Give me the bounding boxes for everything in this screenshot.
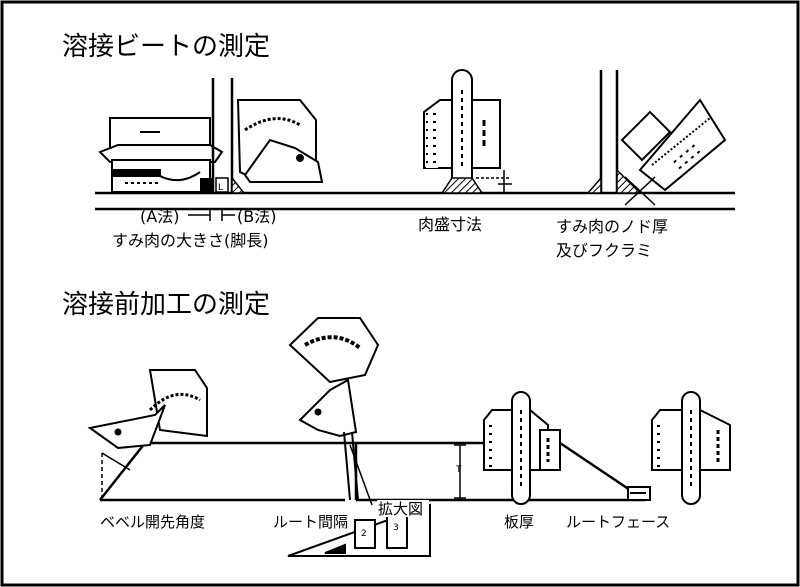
thickness-marker: T [455, 465, 462, 475]
fillet-gauge-a [98, 117, 224, 193]
bead-section-title: 溶接ビートの測定 [62, 32, 270, 62]
label-bevel: ベベル開先角度 [100, 513, 205, 531]
root-face-gauge [651, 391, 731, 505]
throat-gauge [620, 98, 727, 192]
reinforcement-weld [440, 177, 484, 194]
magnified-label-bg [377, 500, 429, 517]
bevel-gauge [87, 369, 208, 450]
magnified-n3: 3 [393, 523, 399, 533]
label-root-face: ルートフェース [566, 513, 670, 531]
prep-plates [99, 441, 646, 502]
label-a-method: (A法) [140, 207, 179, 226]
label-reinforcement: 肉盛寸法 [418, 215, 482, 234]
label-fillet-size: すみ肉の大きさ(脚長) [112, 231, 269, 250]
label-throat-line2: 及びフクラミ [556, 241, 652, 260]
label-root-gap: ルート間隔 [273, 513, 348, 531]
throat-weld-left [586, 175, 602, 194]
leg-length-marker: L [218, 183, 223, 193]
leg-length-box [215, 177, 229, 193]
label-magnified: 拡大図 [378, 500, 423, 518]
throat-wall [599, 70, 619, 193]
root-gap-pointer [349, 444, 373, 506]
prep-section-title: 溶接前加工の測定 [62, 290, 270, 320]
method-arrows [188, 209, 235, 221]
magnified-n2: 2 [361, 529, 367, 539]
throat-cross [624, 176, 656, 206]
label-thickness: 板厚 [504, 513, 534, 531]
label-throat-line1: すみ肉のノド厚 [556, 217, 668, 236]
reinforcement-dim [476, 170, 512, 193]
root-gap-gauge [288, 317, 380, 501]
fillet-wall-plates [211, 78, 234, 193]
thickness-gauge [483, 391, 561, 505]
magnified-view [287, 503, 431, 557]
thickness-dim [454, 444, 466, 499]
throat-weld [616, 168, 642, 194]
fillet-gauge-b [236, 99, 324, 183]
fillet-weld-right [231, 175, 246, 194]
fillet-weld-left [200, 178, 214, 193]
label-b-method: (B法) [237, 207, 276, 226]
bead-base-plate [95, 191, 735, 211]
reinforcement-gauge [423, 69, 501, 189]
bevel-angle-lines [101, 452, 131, 498]
